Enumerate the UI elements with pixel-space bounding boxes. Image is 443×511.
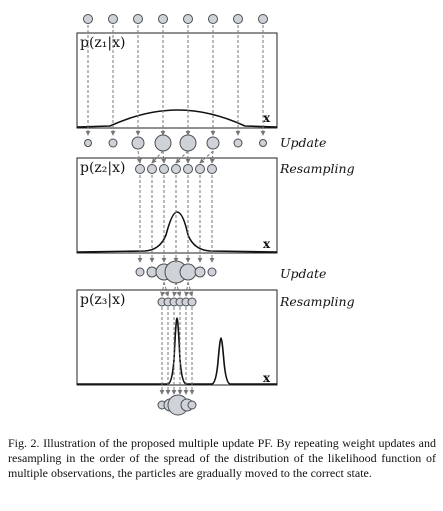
panel-1: p(z₁|x) x bbox=[76, 32, 278, 129]
panel-2-label: p(z₂|x) bbox=[80, 160, 126, 176]
arrow-layer bbox=[85, 25, 266, 395]
particle-resampled bbox=[183, 164, 193, 174]
particle-initial bbox=[208, 14, 218, 24]
dashed-arrow bbox=[184, 281, 190, 297]
panel-3: p(z₃|x) x bbox=[76, 289, 278, 386]
panel-3-axis-label: x bbox=[263, 371, 271, 385]
panel-1-axis-label: x bbox=[263, 111, 271, 125]
particle-resampled bbox=[187, 297, 197, 307]
particle-resampled bbox=[171, 164, 181, 174]
panel-2-frame bbox=[76, 157, 278, 254]
particle-weighted bbox=[131, 136, 145, 150]
particle-weighted bbox=[207, 267, 217, 277]
panel-2: p(z₂|x) x bbox=[76, 157, 278, 254]
particle-resampled bbox=[207, 164, 217, 174]
particle-weighted bbox=[179, 263, 197, 281]
dashed-arrow bbox=[187, 281, 194, 297]
step-label-resampling-2: Resampling bbox=[279, 294, 355, 309]
panel-3-label: p(z₃|x) bbox=[80, 292, 126, 308]
dashed-arrow bbox=[175, 150, 189, 164]
particle-initial bbox=[133, 14, 143, 24]
likelihood-curve-2 bbox=[76, 211, 278, 253]
particle-layer bbox=[83, 14, 268, 416]
particle-weighted bbox=[233, 138, 243, 148]
figure-diagram: p(z₁|x) x p(z₂|x) x p(z₃|x) x Update Res… bbox=[76, 14, 355, 416]
particle-weighted bbox=[135, 267, 145, 277]
particle-weighted bbox=[84, 139, 92, 147]
particle-final bbox=[187, 400, 197, 410]
particle-resampled bbox=[195, 164, 205, 174]
figure-caption: Fig. 2. Illustration of the proposed mul… bbox=[8, 436, 436, 480]
particle-initial bbox=[158, 14, 168, 24]
dashed-arrow bbox=[160, 281, 166, 297]
particle-weighted bbox=[259, 139, 267, 147]
dashed-arrow bbox=[199, 150, 214, 164]
dashed-arrow bbox=[209, 150, 215, 164]
particle-initial bbox=[183, 14, 193, 24]
particle-weighted bbox=[108, 138, 118, 148]
particle-weighted bbox=[154, 134, 172, 152]
particle-initial bbox=[233, 14, 243, 24]
particle-initial bbox=[258, 14, 268, 24]
panel-3-frame bbox=[76, 289, 278, 386]
panel-1-label: p(z₁|x) bbox=[80, 35, 126, 51]
panel-1-frame bbox=[76, 32, 278, 129]
dashed-arrow bbox=[175, 281, 182, 297]
dashed-arrow bbox=[172, 281, 178, 297]
panel-2-axis-label: x bbox=[263, 237, 271, 251]
likelihood-curve-3 bbox=[77, 317, 277, 385]
particle-weighted bbox=[194, 266, 206, 278]
particle-weighted bbox=[206, 136, 220, 150]
dashed-arrow bbox=[151, 150, 164, 164]
particle-resampled bbox=[159, 164, 169, 174]
particle-initial bbox=[83, 14, 93, 24]
particle-resampled bbox=[147, 164, 157, 174]
particle-weighted bbox=[179, 134, 197, 152]
dashed-arrow bbox=[136, 150, 142, 164]
step-label-resampling-1: Resampling bbox=[279, 161, 355, 176]
dashed-arrow bbox=[163, 281, 170, 297]
dashed-arrow bbox=[161, 150, 167, 164]
particle-resampled bbox=[135, 164, 145, 174]
particle-initial bbox=[108, 14, 118, 24]
step-label-update-1: Update bbox=[280, 135, 326, 150]
step-label-update-2: Update bbox=[280, 266, 326, 281]
likelihood-curve-1 bbox=[76, 109, 278, 128]
